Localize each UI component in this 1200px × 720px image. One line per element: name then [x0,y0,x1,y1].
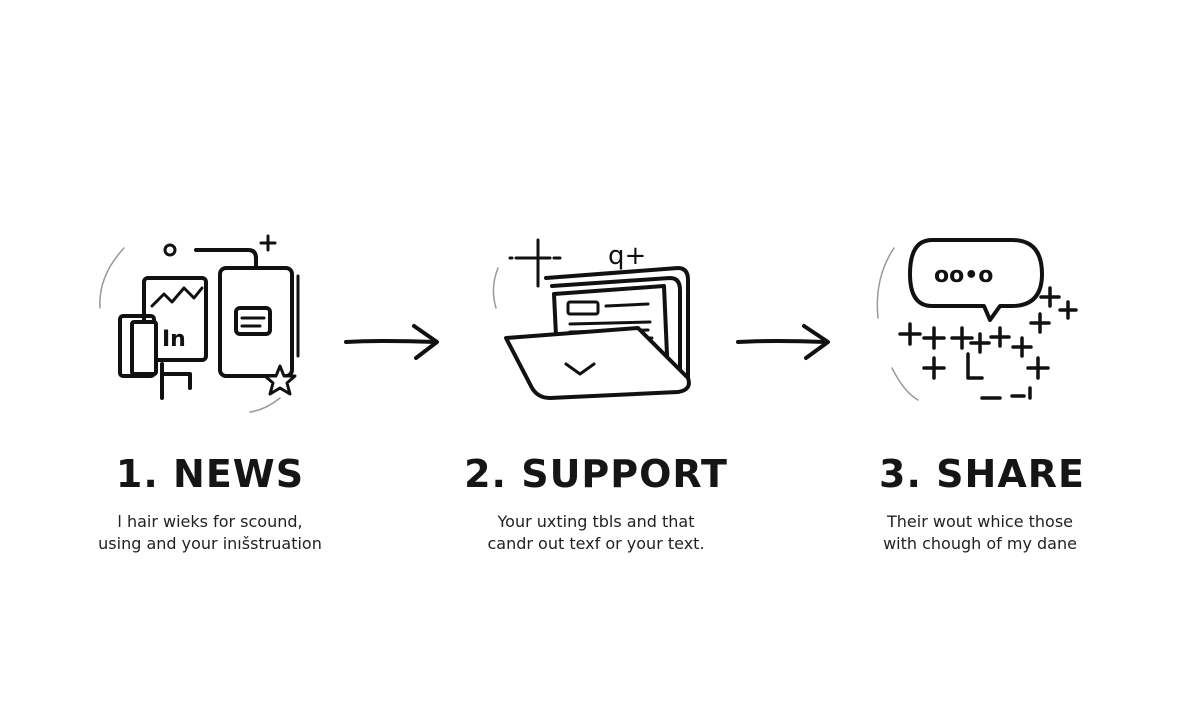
step-1-description: l hair wieks for scound, using and your … [60,511,360,555]
step-2-desc-line: candr out texf or your text. [487,534,705,553]
step-2-desc-line: Your uxting tbls and that [497,512,695,531]
arrow-right-icon [342,322,442,362]
step-3-desc-line: with chough of my dane [883,534,1077,553]
step-2-description: Your uxting tbls and that candr out texf… [446,511,746,555]
folder-icon: q+ [488,228,708,408]
step-3-desc-line: Their wout whice those [886,512,1074,531]
step-3-description: Their wout whice those with chough of my… [830,511,1130,555]
share-bubble-icon: oo•o [872,228,1092,408]
step-1-desc-line: using and your inıšstruation [98,534,322,553]
step-1-desc-line: l hair wieks for scound, [117,512,303,531]
arrow-right-icon [734,322,834,362]
news-feed-icon: In [90,228,310,418]
svg-text:q+: q+ [608,241,646,271]
share-icon-text: oo•o [934,263,993,288]
step-3-title: 3. SHARE [879,452,1085,496]
step-2-title: 2. SUPPORT [464,452,728,496]
news-icon-text: In [162,327,186,352]
step-1-title: 1. NEWS [115,452,305,496]
